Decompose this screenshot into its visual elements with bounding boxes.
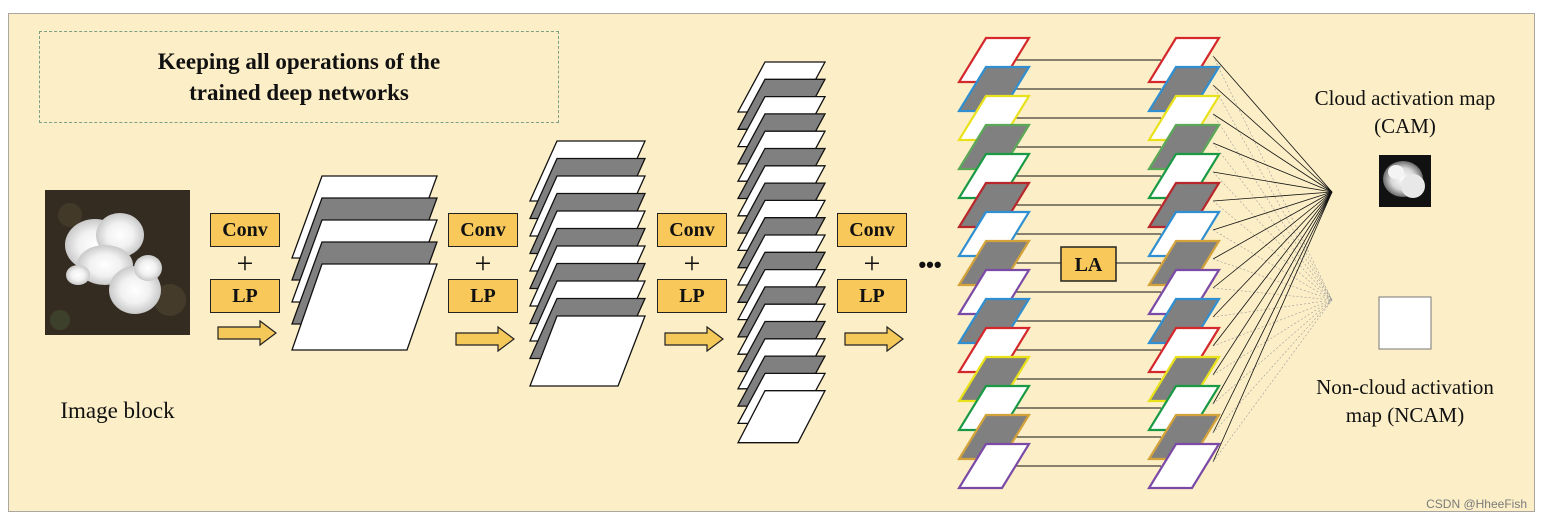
fan-line-cam (1212, 171, 1333, 193)
ncam-thumbnail (1378, 296, 1432, 350)
plus-sign: + (474, 247, 492, 280)
conv-box: Conv (210, 213, 280, 247)
fan-line-ncam (1212, 113, 1333, 301)
fan-line-ncam (1212, 299, 1333, 347)
cam-thumbnail (1379, 155, 1431, 207)
fan-line-cam (1212, 142, 1333, 193)
operation-arrows (217, 319, 904, 353)
lp-box: LP (657, 279, 727, 313)
cam-label: Cloud activation map (CAM) (1290, 84, 1520, 140)
fan-line-cam (1212, 191, 1333, 231)
fan-line-cam (1212, 191, 1333, 463)
fan-line-cam (1212, 191, 1333, 376)
fan-line-cam (1212, 191, 1333, 318)
layer-stack-3 (736, 61, 827, 444)
lp-box: LP (448, 279, 518, 313)
arrow-icon (664, 325, 724, 353)
caption-box: Keeping all operations of the trained de… (39, 31, 559, 123)
fan-line-ncam (1212, 299, 1333, 318)
feature-map (291, 263, 438, 351)
ellipsis: ••• (918, 252, 941, 277)
fan-line-ncam (1212, 229, 1333, 301)
fan-line-ncam (1212, 299, 1333, 434)
layer-stack-1 (291, 175, 438, 351)
feature-map (529, 315, 646, 387)
layer-stack-2 (528, 140, 647, 387)
fan-line-ncam (1212, 55, 1333, 301)
fan-line-ncam (1212, 258, 1333, 301)
la-block: LA (1060, 246, 1117, 282)
fan-line-cam (1212, 55, 1333, 193)
satellite-image (45, 190, 190, 335)
lp-box: LP (837, 279, 907, 313)
arrow-icon (844, 325, 904, 353)
feature-map-stacks (291, 61, 827, 444)
la-label: LA (1075, 254, 1103, 276)
conv-box: Conv (837, 213, 907, 247)
fan-line-ncam (1212, 299, 1333, 376)
arrow-icon (217, 319, 277, 347)
feature-map (736, 390, 827, 444)
fan-line-cam (1212, 191, 1333, 434)
ncam-label: Non-cloud activation map (NCAM) (1290, 373, 1520, 429)
fan-line-cam (1212, 191, 1333, 347)
layer-connections (1012, 59, 1161, 467)
arrow-icon (455, 325, 515, 353)
plus-sign: + (683, 247, 701, 280)
fan-line-cam (1212, 191, 1333, 289)
fan-line-cam (1212, 191, 1333, 405)
fan-line-ncam (1212, 142, 1333, 301)
plus-sign: + (236, 247, 254, 280)
ncam-label-line-2: map (NCAM) (1345, 403, 1465, 427)
last-layer-feature-maps (957, 36, 1221, 490)
fan-line-cam (1212, 113, 1333, 193)
conv-box: Conv (657, 213, 727, 247)
fan-line-cam (1212, 191, 1333, 202)
fan-line-ncam (1212, 299, 1333, 463)
fan-line-ncam (1212, 84, 1333, 301)
fan-line-cam (1212, 191, 1333, 260)
cam-label-line-1: Cloud activation map (1314, 86, 1496, 110)
caption-line-1: Keeping all operations of the (157, 49, 441, 74)
target-feature-map (1147, 442, 1221, 490)
cam-label-line-2: (CAM) (1374, 114, 1436, 138)
output-fan-lines (1212, 55, 1333, 463)
source-feature-map (957, 442, 1031, 490)
conv-box: Conv (448, 213, 518, 247)
fan-line-ncam (1212, 200, 1333, 301)
plus-sign: + (863, 247, 881, 280)
ncam-label-line-1: Non-cloud activation (1316, 375, 1494, 399)
lp-box: LP (210, 279, 280, 313)
caption-line-2: trained deep networks (189, 80, 409, 105)
watermark: CSDN @HheeFish (1426, 497, 1527, 511)
image-block-label: Image block (60, 398, 175, 423)
fan-line-cam (1212, 84, 1333, 193)
fan-line-ncam (1212, 171, 1333, 301)
